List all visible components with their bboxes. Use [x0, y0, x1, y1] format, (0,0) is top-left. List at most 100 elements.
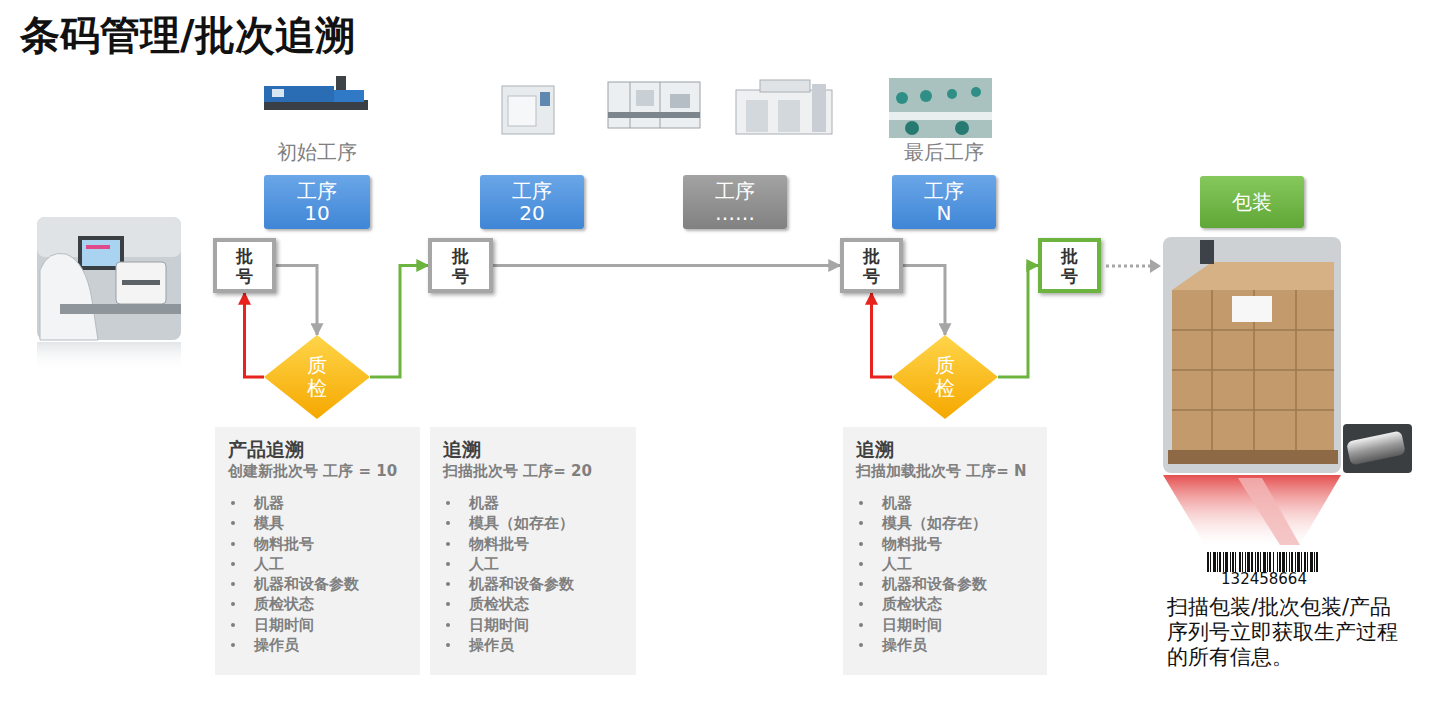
flow-arrow	[245, 293, 265, 377]
list-item: 日期时间	[228, 615, 408, 635]
bullet-dot	[859, 623, 863, 627]
bullet-dot	[859, 501, 863, 505]
module	[670, 94, 690, 108]
frame	[608, 82, 700, 128]
operator	[40, 253, 98, 340]
injection-machine	[264, 76, 368, 110]
lot-label: 批 号	[450, 246, 470, 286]
list-item: 模具（如存在）	[443, 513, 624, 533]
decision-diamond: 质 检	[892, 335, 998, 419]
step-label: 工序 10	[291, 180, 343, 224]
list-item: 人工	[228, 554, 408, 574]
bullet-dot	[446, 542, 450, 546]
frame-bar	[660, 82, 661, 128]
list-item: 日期时间	[856, 615, 1035, 635]
decision-label: 质 检	[933, 354, 957, 400]
bullet-dot	[446, 623, 450, 627]
list-item: 机器	[443, 493, 624, 513]
bullet-dot	[446, 602, 450, 606]
barcode	[1207, 552, 1320, 572]
worker	[920, 90, 932, 102]
step-label: 包装	[1226, 191, 1278, 213]
list-item: 模具	[228, 513, 408, 533]
step-label: 工序 N	[918, 180, 970, 224]
box-lines	[1172, 290, 1334, 450]
trace-panel: 追溯扫描批次号 工序= 20机器模具（如存在）物料批号人工机器和设备参数质检状态…	[430, 427, 636, 675]
bullet-dot	[231, 501, 235, 505]
desk	[60, 304, 181, 314]
step-heading: 最后工序	[852, 139, 1036, 166]
bullet-dot	[859, 562, 863, 566]
assembly-machine	[608, 82, 700, 128]
bullet-dot	[446, 582, 450, 586]
box-line	[1172, 409, 1334, 411]
cabinet-door	[508, 96, 536, 126]
person	[1200, 240, 1214, 264]
lot-box: 批 号	[428, 238, 493, 293]
flow-arrow	[903, 266, 945, 336]
list-item: 日期时间	[443, 615, 624, 635]
process-box: 工序 20	[480, 175, 584, 229]
note-text: 扫描包装/批次包装/产品序列号立即获取生产过程的所有信息。	[1167, 595, 1412, 670]
lot-box: 批 号	[840, 238, 903, 293]
worker	[955, 121, 969, 135]
step-heading: 初始工序	[224, 139, 410, 166]
workers-photo	[889, 78, 992, 138]
printer-photo	[37, 217, 181, 372]
panel-heading: 追溯	[443, 437, 624, 461]
panel-heading: 追溯	[856, 437, 1035, 461]
hopper	[336, 76, 346, 90]
flow-arrow	[872, 293, 893, 377]
lot-box: 批 号	[1038, 238, 1101, 293]
bullet-dot	[859, 521, 863, 525]
packing-box: 包装	[1200, 176, 1304, 228]
list-item: 机器	[228, 493, 408, 513]
boxes	[1172, 290, 1334, 450]
box-line	[1172, 329, 1334, 331]
worker	[947, 89, 957, 99]
list-item: 操作员	[443, 635, 624, 655]
machine-unit	[334, 90, 364, 102]
scanner-beam	[1163, 475, 1341, 545]
panel-subheading: 创建新批次号 工序 = 10	[228, 461, 408, 481]
trace-panel: 追溯扫描加载批次号 工序= N机器模具（如存在）物料批号人工机器和设备参数质检状…	[843, 427, 1047, 675]
bench	[889, 112, 992, 120]
bullet-dot	[231, 602, 235, 606]
printer-slot	[122, 280, 160, 285]
panel-subheading: 扫描批次号 工序= 20	[443, 461, 624, 481]
box-line	[1211, 290, 1213, 450]
bullet-dot	[859, 582, 863, 586]
panel-heading: 产品追溯	[228, 437, 408, 461]
conveyor	[608, 112, 700, 118]
list-item: 模具（如存在）	[856, 513, 1035, 533]
photo-reflection	[37, 342, 181, 372]
list-item: 操作员	[856, 635, 1035, 655]
scanner-beam-core	[1238, 478, 1300, 545]
decision-label: 质 检	[305, 354, 329, 400]
lot-label: 批 号	[861, 246, 881, 286]
printer	[116, 262, 166, 304]
process-box: 初始工序工序 10	[264, 175, 370, 229]
module	[636, 90, 654, 106]
list-item: 机器	[856, 493, 1035, 513]
diamond-shape	[892, 335, 998, 419]
lot-label: 批 号	[1059, 246, 1079, 286]
screen-bar	[86, 245, 110, 249]
flow-arrow	[276, 266, 317, 336]
lot-box: 批 号	[213, 238, 276, 293]
pallet	[1168, 450, 1338, 464]
bullet-dot	[446, 501, 450, 505]
shipping-label	[1232, 296, 1272, 322]
flow-arrow	[493, 264, 840, 267]
sensor	[1346, 430, 1406, 465]
paint-booth	[736, 80, 832, 134]
bullet-dot	[231, 623, 235, 627]
list-item: 机器和设备参数	[228, 574, 408, 594]
process-box: 最后工序工序 N	[892, 175, 996, 229]
bullet-dot	[446, 521, 450, 525]
box-line	[1295, 290, 1297, 450]
list-item: 物料批号	[228, 534, 408, 554]
booth-top	[760, 80, 810, 92]
step-label: 工序 ……	[709, 180, 761, 224]
diamond-shape	[264, 335, 370, 419]
